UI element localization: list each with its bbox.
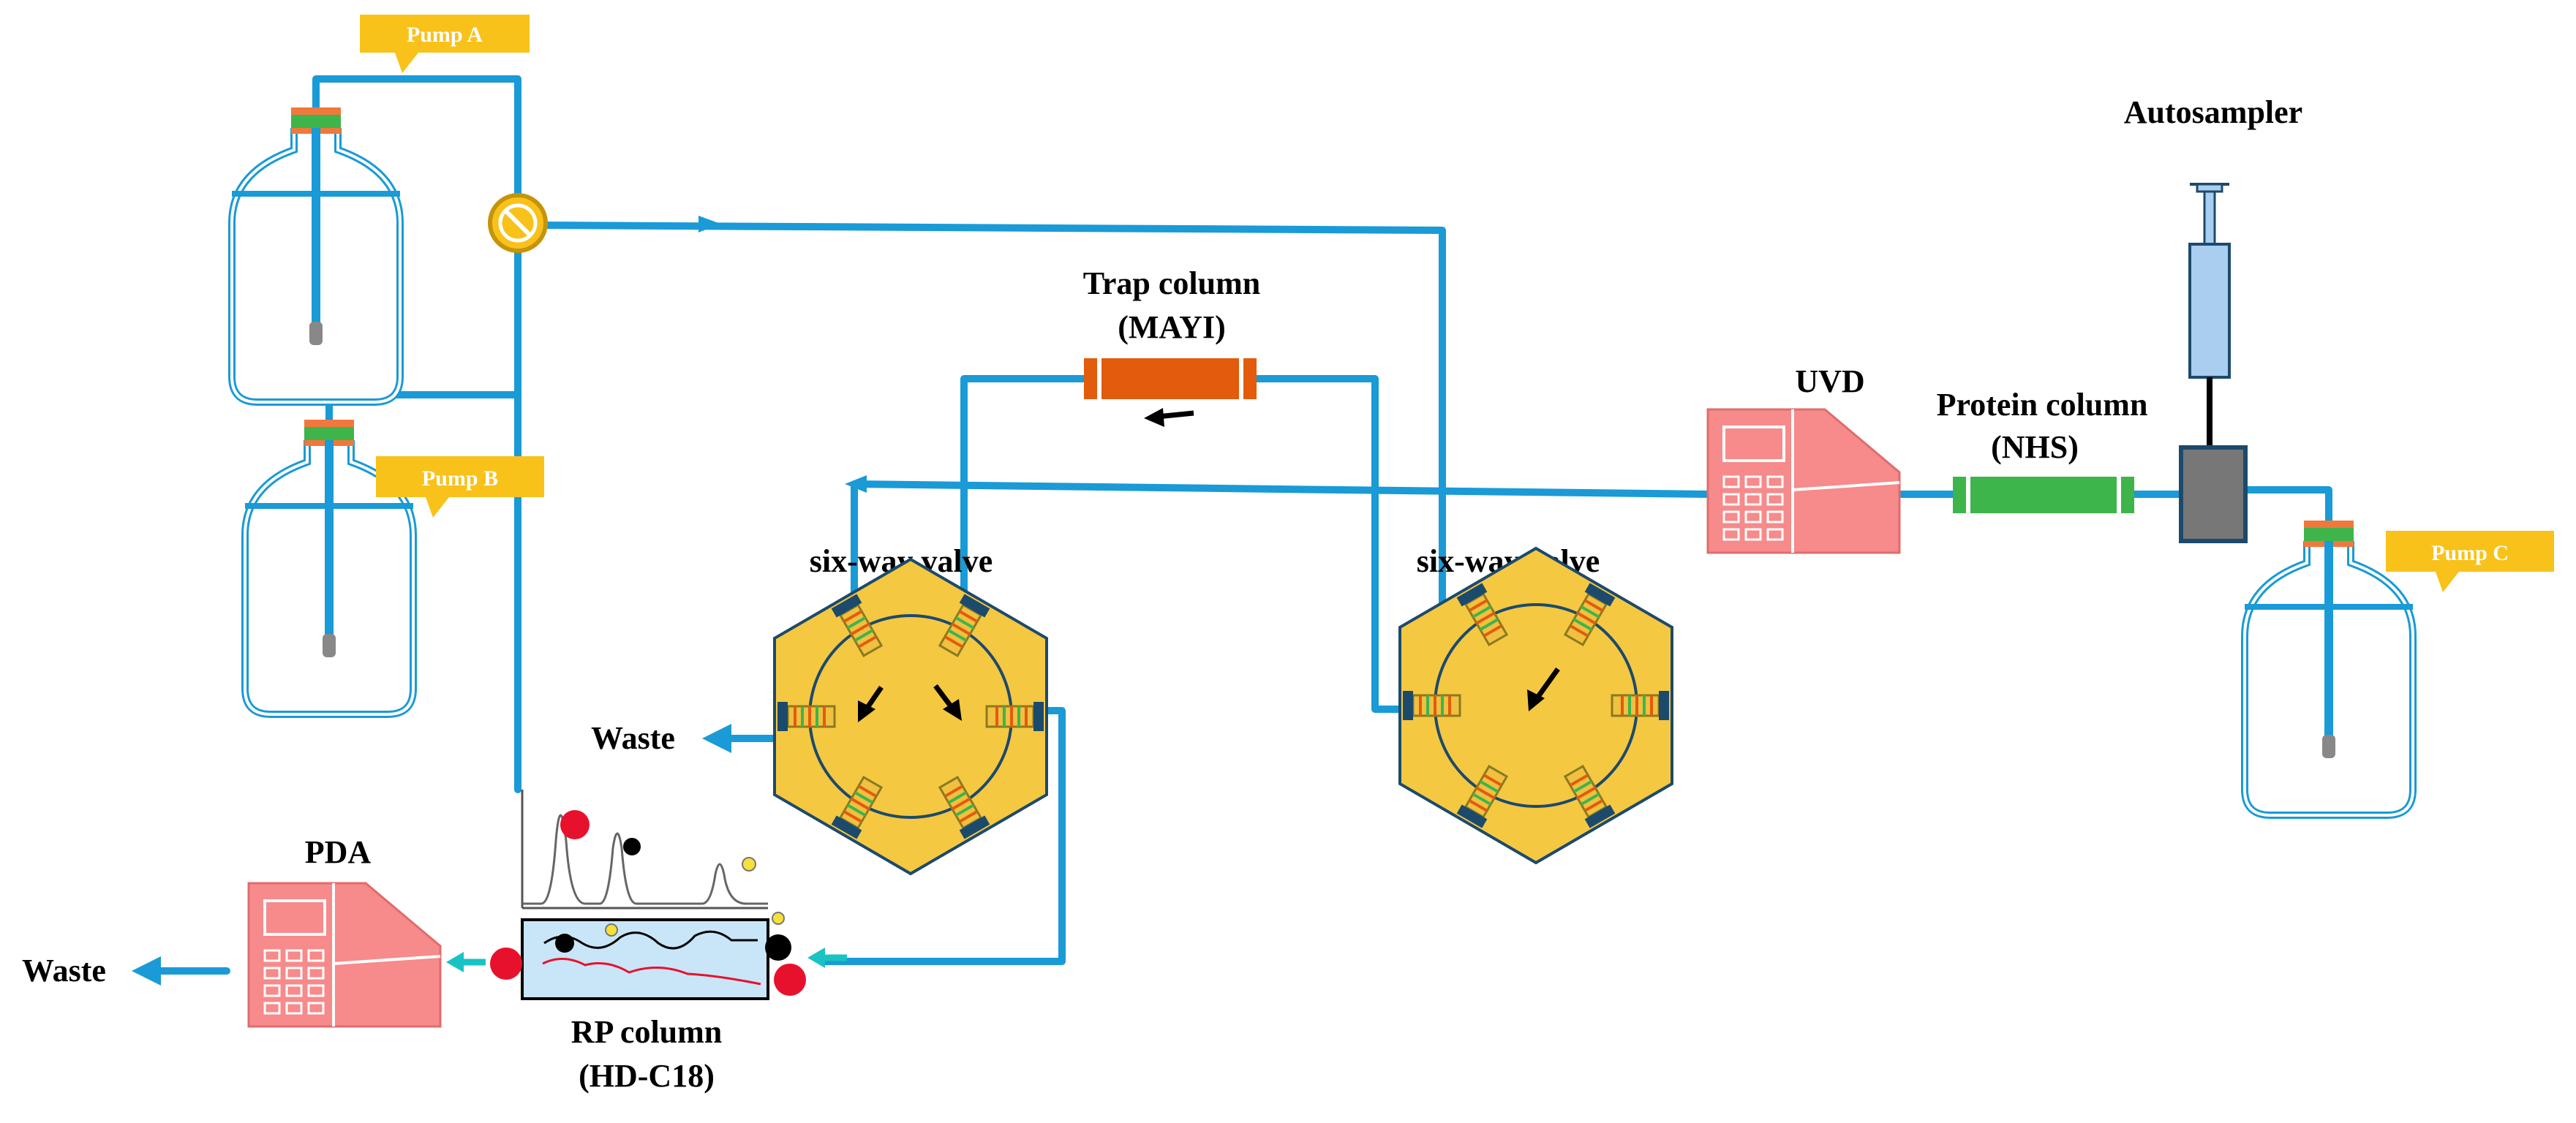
analyte-black-marker bbox=[623, 838, 641, 855]
waste-label-pda: Waste bbox=[22, 953, 106, 988]
valve-left-arrow-2 bbox=[933, 684, 962, 721]
trap-column-subtitle: (MAYI) bbox=[1118, 309, 1225, 345]
protein-column-title: Protein column bbox=[1937, 387, 2148, 423]
trap-column-title: Trap column bbox=[1083, 265, 1260, 301]
flow-arrow-uvd bbox=[845, 475, 867, 493]
rp-inlet-black-dot bbox=[765, 934, 791, 961]
uvd-detector bbox=[1706, 408, 1901, 554]
pump-c-label: Pump C bbox=[2431, 541, 2509, 565]
tube-pump-b-line bbox=[325, 216, 521, 442]
rp-column-subtitle: (HD-C18) bbox=[579, 1058, 715, 1094]
uvd-label: UVD bbox=[1795, 363, 1864, 399]
chromatogram-trace bbox=[522, 814, 768, 905]
analyte-red-marker bbox=[560, 810, 590, 839]
trap-column bbox=[1084, 358, 1257, 399]
six-way-valve-left bbox=[775, 559, 1047, 874]
tube-pump-a-line bbox=[312, 75, 521, 793]
tube-trap-right bbox=[1253, 375, 1408, 713]
pump-a-label: Pump A bbox=[407, 23, 483, 47]
valve-right-arrow bbox=[1527, 667, 1560, 711]
rp-column-title: RP column bbox=[571, 1014, 723, 1050]
analyte-yellow-marker bbox=[742, 857, 756, 871]
rp-column bbox=[521, 918, 769, 1000]
protein-column-subtitle: (NHS) bbox=[1991, 429, 2079, 465]
flow-arrow-main bbox=[698, 216, 720, 232]
rp-inlet-red-dot bbox=[774, 964, 806, 996]
chromatogram-inset bbox=[521, 790, 768, 910]
pda-label: PDA bbox=[305, 834, 372, 870]
autosampler-label: Autosampler bbox=[2124, 94, 2302, 130]
trap-flow-arrow bbox=[1144, 408, 1194, 427]
bottle-pump-a bbox=[232, 107, 400, 402]
tube-trap-left bbox=[960, 375, 1088, 647]
waste-label-valve: Waste bbox=[591, 720, 675, 756]
pump-b-label: Pump B bbox=[422, 466, 498, 491]
rp-outlet-red-dot bbox=[490, 948, 522, 980]
injector-block bbox=[2179, 445, 2248, 543]
pump-b-tag: Pump B bbox=[376, 456, 544, 518]
mixer-icon bbox=[488, 193, 548, 253]
six-way-valve-right bbox=[1400, 548, 1672, 863]
pump-c-tag: Pump C bbox=[2386, 531, 2554, 592]
valve-left-arrow-1 bbox=[858, 686, 884, 722]
rp-inlet-yellow-dot bbox=[772, 912, 785, 925]
tubing bbox=[132, 75, 2332, 986]
teal-arrow-into-rp bbox=[807, 948, 847, 968]
tube-main-to-right-valve bbox=[538, 222, 1446, 647]
protein-column bbox=[1953, 477, 2134, 513]
teal-arrow-into-pda bbox=[446, 952, 486, 972]
pump-a-tag: Pump A bbox=[360, 15, 530, 73]
autosampler-syringe bbox=[2188, 183, 2231, 447]
pda-detector bbox=[247, 882, 442, 1028]
